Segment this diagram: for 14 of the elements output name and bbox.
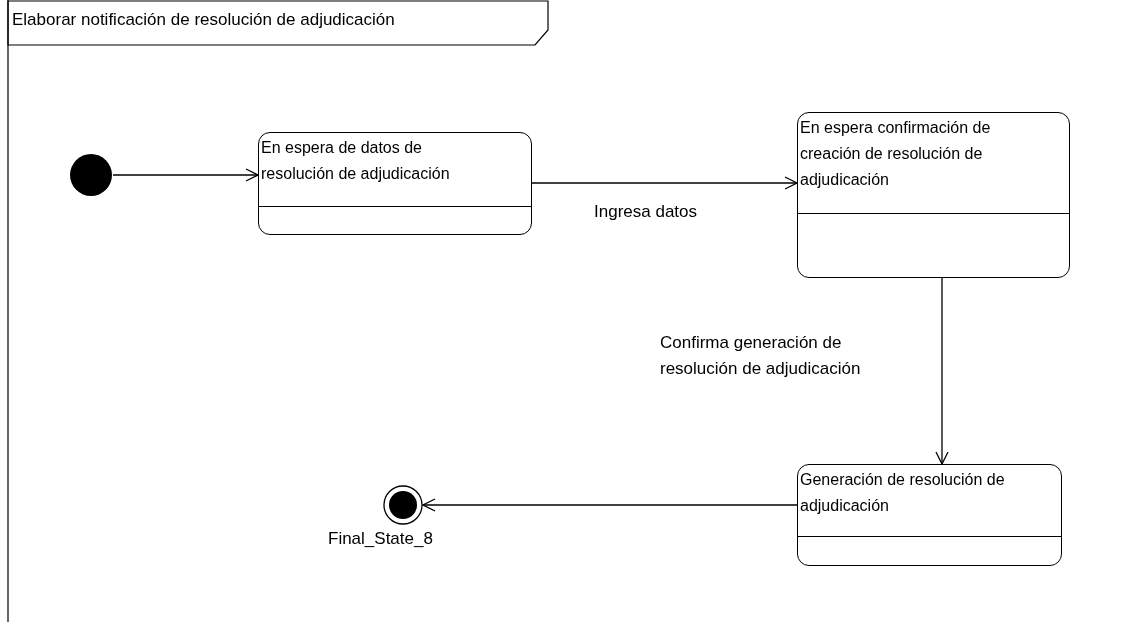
final-state [383,485,423,525]
state-box [797,112,1070,278]
state-label: Final_State_8 [328,529,433,549]
initial-state [69,153,113,197]
state-name: Generación de resolución de adjudicación [800,470,1006,516]
state-name: En espera confirmación de creación de resolución de adjudicación [800,118,992,190]
transition-arrow [531,176,798,190]
diagram-title: Elaborar notificación de resolución de adjudicación [12,10,395,30]
state-box [258,132,532,235]
state-box [797,464,1062,566]
transition-arrow [112,168,259,182]
transition-arrow [935,277,949,465]
state-name: En espera de datos de resolución de adjudicación [261,138,451,184]
transition-arrow [422,498,798,512]
